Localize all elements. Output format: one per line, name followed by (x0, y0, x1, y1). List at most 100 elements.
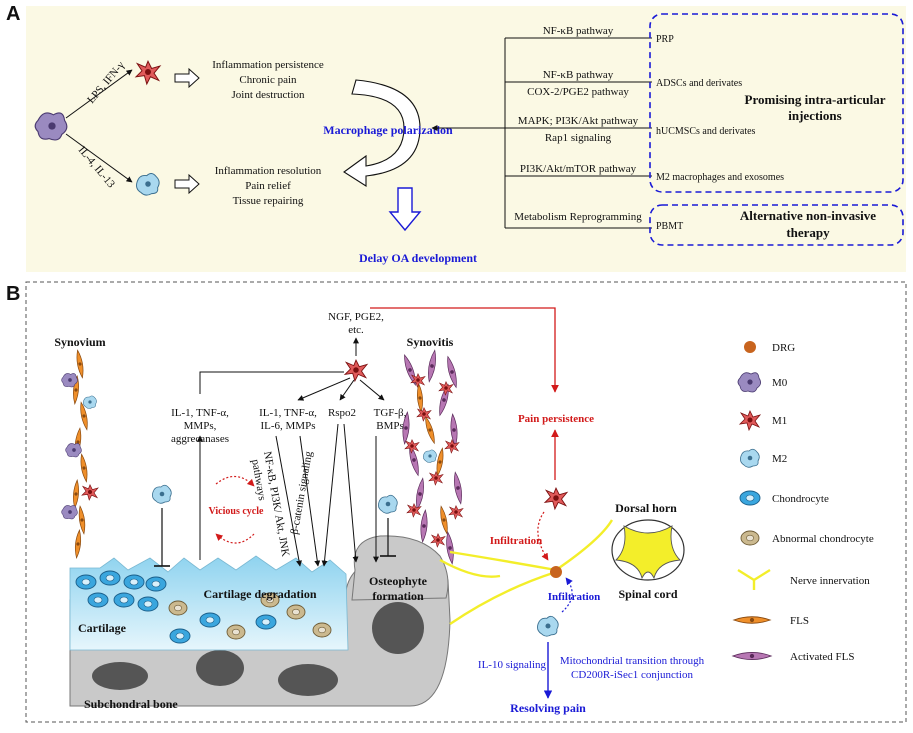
chondrocyte (75, 574, 97, 590)
target-pbmt: PBMT (656, 221, 683, 232)
pathway-3-label-b: Rap1 signaling (545, 132, 612, 144)
nfkb-arrow-1 (275, 435, 302, 567)
osteophyte-label-1: Osteophyte (369, 574, 428, 588)
injections-box (649, 13, 904, 193)
vicious-cycle-label: Vicious cycle (209, 506, 264, 517)
abnormal-chondrocyte-icon (740, 530, 760, 546)
nerve-fiber-branch (439, 558, 501, 578)
panel-a-background (26, 6, 906, 272)
pathway-2-label-a: NF-κB pathway (543, 69, 614, 81)
cartilage-label: Cartilage (78, 621, 127, 635)
dorsal-horn-label: Dorsal horn (615, 501, 677, 515)
fan-arrow-1 (297, 377, 351, 401)
infiltration-m2-label: Infiltration (548, 591, 601, 603)
pain-path-arrow (370, 307, 559, 393)
fan-arrow-2 (339, 379, 355, 401)
top-mediators-2: etc. (348, 324, 364, 336)
target-hucmscs: hUCMSCs and derivates (656, 126, 756, 137)
legend-label-fls: FLS (790, 615, 809, 627)
abnormal-chondrocyte (226, 624, 246, 640)
drg-icon (744, 341, 756, 353)
m1-effect-2: Chronic pain (239, 74, 297, 86)
pathway-2-label-b: COX-2/PGE2 pathway (527, 86, 629, 98)
legend-label-m1: M1 (772, 415, 787, 427)
pathway-1-label: NF-κB pathway (543, 25, 614, 37)
m2-macrophage-icon (739, 448, 760, 468)
target-adscs: ADSCs and derivates (656, 78, 742, 89)
tgf-label-1: TGF-β, (374, 407, 407, 419)
chondrocyte (169, 628, 191, 644)
m2-macrophage-left (151, 484, 172, 504)
pain-persistence-label: Pain persistence (518, 413, 594, 425)
abnormal-chondrocyte (286, 604, 306, 620)
chondrocyte (255, 614, 277, 630)
nerve-innervation-icon (737, 568, 771, 590)
chondrocyte (99, 570, 121, 586)
rspo2-arrow-osteophyte (343, 423, 359, 563)
pathway-5-label: Metabolism Reprogramming (514, 211, 642, 223)
delay-oa-label: Delay OA development (359, 251, 477, 265)
panel-a-letter: A (6, 3, 20, 25)
mito-label-1: Mitochondrial transition through (560, 655, 705, 667)
macrophage-polarization-label: Macrophage polarization (323, 123, 453, 137)
injections-title-2: injections (788, 108, 841, 123)
osteophyte-label-2: formation (372, 589, 424, 603)
tgf-label-2: BMPs (376, 420, 404, 432)
mid-cytokines-2: IL-6, MMPs (260, 420, 315, 432)
left-cytokines-1: IL-1, TNF-α, (171, 407, 229, 419)
injections-title-1: Promising intra-articular (745, 92, 886, 107)
left-cytokines-3: aggrecanases (171, 433, 229, 445)
m1-polarization-arrow (65, 69, 133, 119)
m1-outcome-arrow (174, 67, 200, 89)
spinal-cord-label: Spinal cord (618, 587, 677, 601)
legend-label-abnormal-chondrocyte: Abnormal chondrocyte (772, 533, 874, 545)
m1-effect-3: Joint destruction (231, 89, 305, 101)
infiltrating-m2 (536, 615, 559, 637)
m2-polarization-arrow (65, 133, 133, 183)
chondrocyte (137, 596, 159, 612)
bone-void (278, 664, 338, 696)
subchondral-bone-label: Subchondral bone (84, 697, 178, 711)
legend-label-activated-fls: Activated FLS (790, 651, 854, 663)
non-invasive-title-2: therapy (786, 225, 830, 240)
delay-oa-arrow (388, 187, 422, 232)
target-m2-exosomes: M2 macrophages and exosomes (656, 172, 784, 183)
nfkb-arrow-2 (299, 435, 321, 567)
legend-label-m2: M2 (772, 453, 787, 465)
m2-outcome-arrow (174, 173, 200, 195)
synovium-label: Synovium (54, 335, 105, 349)
cartilage-layer (69, 555, 349, 651)
legend-label-nerve: Nerve innervation (790, 575, 870, 587)
left-loop-line (199, 371, 344, 394)
panel-b-letter: B (6, 283, 20, 305)
cartilage-degradation-label: Cartilage degradation (204, 587, 317, 601)
legend-label-chondrocyte: Chondrocyte (772, 493, 829, 505)
infiltration-m1-label: Infiltration (490, 535, 543, 547)
m2-effect-3: Tissue repairing (233, 195, 304, 207)
legend-label-drg: DRG (772, 342, 795, 354)
chondrocyte (199, 612, 221, 628)
rspo2-label: Rspo2 (328, 407, 356, 419)
abnormal-chondrocyte (168, 600, 188, 616)
legend-label-m0: M0 (772, 377, 788, 389)
polarization-curved-arrow (343, 79, 421, 188)
il10-label: IL-10 signaling (478, 659, 547, 671)
m2-effect-1: Inflammation resolution (215, 165, 322, 177)
spinal-gray-matter (615, 525, 681, 580)
vicious-cycle-bottom-arrow (215, 533, 255, 544)
top-mediators-1: NGF, PGE2, (328, 311, 384, 323)
bone-void (196, 650, 244, 686)
chondrocyte (123, 574, 145, 590)
target-prp: PRP (656, 34, 674, 45)
bone-void (92, 662, 148, 690)
resolving-pain-label: Resolving pain (510, 701, 586, 715)
m2-macrophage-right (377, 494, 398, 514)
non-invasive-box (649, 204, 904, 246)
drg-node (550, 566, 562, 578)
mid-cytokines-1: IL-1, TNF-α, (259, 407, 317, 419)
synovitis-label: Synovitis (407, 335, 454, 349)
m1-effect-1: Inflammation persistence (212, 59, 324, 71)
chondrocyte (87, 592, 109, 608)
abnormal-chondrocyte (312, 622, 332, 638)
